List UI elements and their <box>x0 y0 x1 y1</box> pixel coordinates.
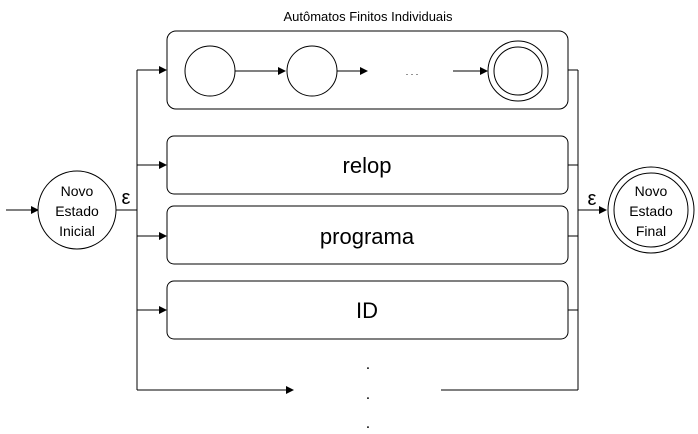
start-state-line-1: Novo <box>61 183 94 199</box>
continuation-dot-2: . <box>366 386 370 403</box>
epsilon-label-right: ε <box>588 188 597 210</box>
start-state-line-3: Inicial <box>59 223 95 239</box>
inner-state-1 <box>184 45 236 97</box>
id-label: ID <box>356 298 378 323</box>
epsilon-label-left: ε <box>122 187 131 209</box>
id-box: ID <box>166 280 569 340</box>
continuation-dot-1: . <box>366 356 370 373</box>
programa-box: programa <box>166 205 569 265</box>
final-state-line-2: Estado <box>629 203 673 219</box>
relop-label: relop <box>343 153 392 178</box>
final-state-line-3: Final <box>636 223 666 239</box>
programa-label: programa <box>320 224 415 249</box>
start-state-line-2: Estado <box>55 203 99 219</box>
relop-box: relop <box>166 135 569 195</box>
final-state-line-1: Novo <box>635 183 668 199</box>
diagram-title: Autômatos Finitos Individuais <box>283 9 453 24</box>
continuation-dot-3: . <box>366 415 370 432</box>
start-state: Novo Estado Inicial <box>37 170 117 250</box>
inner-ellipsis: . . . <box>406 67 419 77</box>
individual-automaton-box: . . . <box>166 30 569 110</box>
inner-state-2 <box>286 45 338 97</box>
final-state: Novo Estado Final <box>607 166 695 254</box>
